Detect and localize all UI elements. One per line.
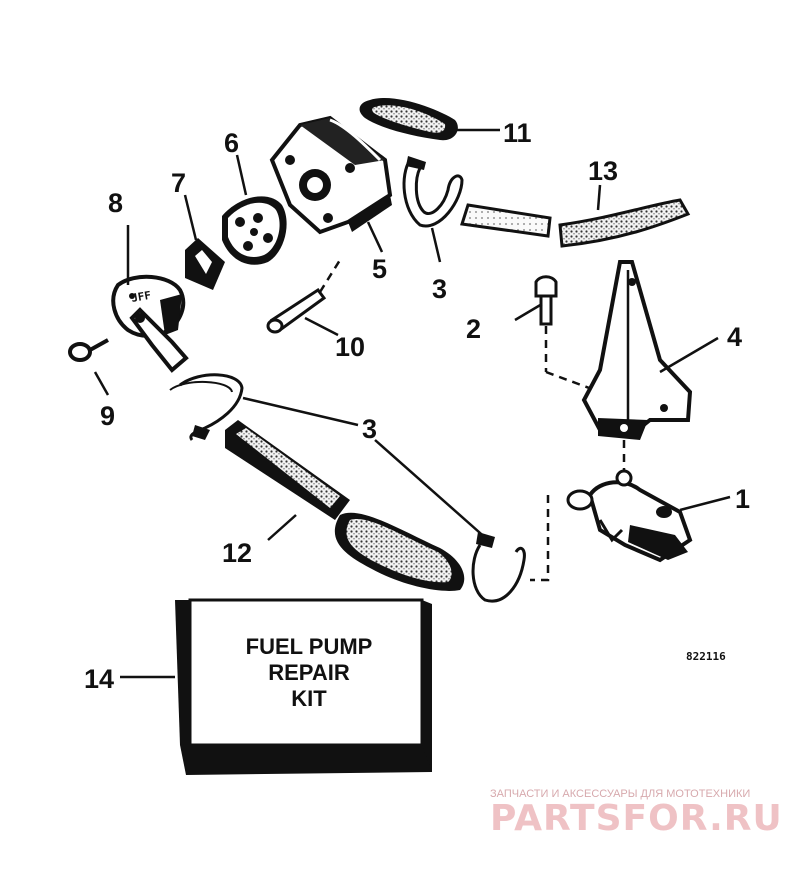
kit-line-1: FUEL PUMP	[246, 634, 373, 659]
callout-numbers: 1 2 3 3 4 5 6 7 8 9 10 11 12 13 14	[84, 118, 750, 694]
callout-8: 8	[108, 188, 123, 218]
callout-6: 6	[224, 128, 239, 158]
callout-9: 9	[100, 401, 115, 431]
kit-line-2: REPAIR	[268, 660, 350, 685]
watermark-tagline: ЗАПЧАСТИ И АКСЕССУАРЫ ДЛЯ МОТОТЕХНИКИ	[490, 788, 750, 800]
callout-7: 7	[171, 168, 186, 198]
callout-12: 12	[222, 538, 252, 568]
pump-screw-part	[266, 259, 342, 334]
callout-3b: 3	[362, 414, 377, 444]
hose-clamp-part-left	[169, 373, 244, 441]
watermark-brand: PARTSFOR.RU	[490, 798, 783, 839]
assembly-guide-dash	[530, 495, 550, 582]
callout-1: 1	[735, 484, 750, 514]
svg-text:JFF: JFF	[130, 289, 152, 305]
leader-lines	[93, 154, 731, 679]
callout-2: 2	[466, 314, 481, 344]
filter-strip-part	[359, 98, 500, 141]
kit-line-3: KIT	[291, 686, 327, 711]
callout-13: 13	[588, 156, 618, 186]
callout-5: 5	[372, 254, 387, 284]
cover-screw-part	[68, 338, 109, 362]
pump-cover-part: JFF	[111, 274, 189, 373]
callout-11: 11	[503, 118, 532, 148]
pump-valve-plate-part	[222, 196, 287, 265]
gasket-part	[185, 238, 225, 290]
mounting-bracket-part	[581, 260, 693, 475]
watermark: ЗАПЧАСТИ И АКСЕССУАРЫ ДЛЯ МОТОТЕХНИКИ PA…	[490, 788, 783, 839]
figure-number: 822116	[686, 650, 726, 663]
callout-4: 4	[727, 322, 742, 352]
fuel-fitting-part	[566, 469, 693, 563]
callout-14: 14	[84, 664, 114, 694]
repair-kit-box: FUEL PUMP REPAIR KIT	[175, 598, 432, 775]
bracket-screw-part	[534, 275, 601, 394]
hose-clamp-part-top	[402, 156, 464, 228]
fuel-hose-part-13	[460, 198, 691, 248]
fuel-pump-body-part	[269, 115, 393, 235]
hose-clamp-part-bottom	[471, 532, 526, 603]
callout-10: 10	[335, 332, 365, 362]
callout-3a: 3	[432, 274, 447, 304]
fuel-hose-part-12	[225, 420, 465, 591]
